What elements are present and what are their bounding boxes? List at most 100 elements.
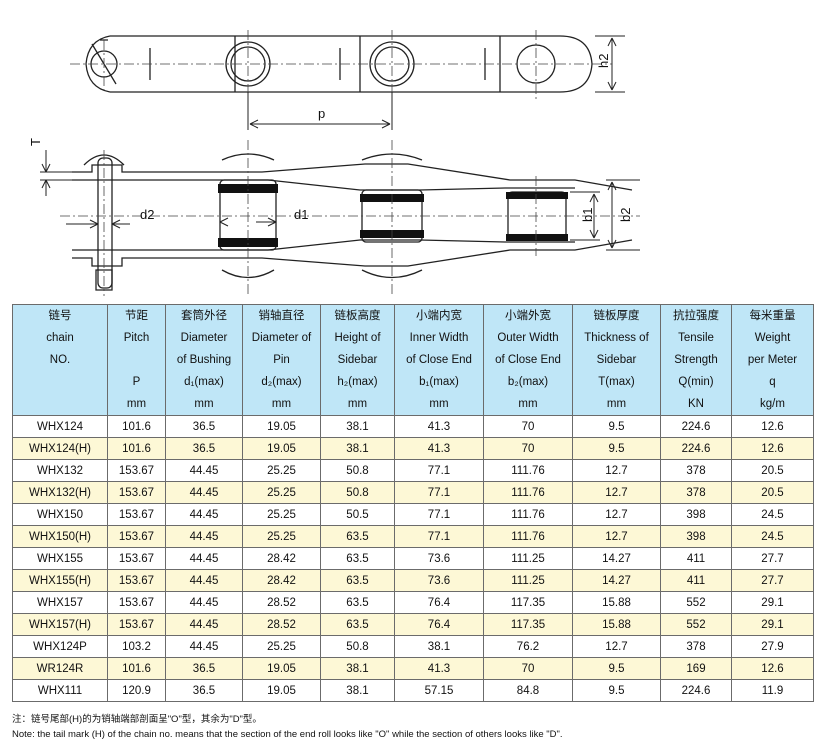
table-cell: 41.3 (394, 657, 484, 680)
column-header-line: d₂(max) (261, 376, 302, 388)
chain-number-cell: WHX124P (12, 635, 108, 658)
chain-number-cell: WHX132(H) (12, 481, 108, 504)
table-cell: 552 (660, 613, 732, 636)
table-cell: 111.25 (483, 569, 573, 592)
h2-arrows (607, 37, 617, 91)
table-cell: 57.15 (394, 679, 484, 702)
column-header-line: mm (194, 398, 214, 410)
side-view-band-1a (218, 184, 278, 193)
table-cell: 63.5 (320, 525, 395, 548)
table-cell: 117.35 (483, 613, 573, 636)
table-cell: 36.5 (165, 415, 243, 438)
table-cell: 19.05 (242, 415, 321, 438)
table-cell: 224.6 (660, 437, 732, 460)
chain-drawing: h2 p T d2 d1 (28, 30, 640, 296)
table-cell: 15.88 (572, 613, 661, 636)
column-header-line: h₂(max) (337, 376, 378, 388)
column-header-line: 套筒外径 (181, 310, 227, 322)
d1-label: d1 (294, 207, 308, 222)
chain-number-cell: WR124R (12, 657, 108, 680)
table-cell: 77.1 (394, 525, 484, 548)
column-header-line: of Close End (495, 354, 561, 366)
table-cell: 28.42 (242, 569, 321, 592)
table-cell: 70 (483, 657, 573, 680)
table-cell: 25.25 (242, 503, 321, 526)
table-cell: 24.5 (731, 525, 814, 548)
table-cell: 398 (660, 503, 732, 526)
table-cell: 111.25 (483, 547, 573, 570)
column-header-line: mm (347, 398, 368, 410)
table-cell: 9.5 (572, 415, 661, 438)
column-header-line: kg/m (760, 398, 785, 410)
table-cell: 411 (660, 547, 732, 570)
table-cell: 9.5 (572, 657, 661, 680)
table-cell: 44.45 (165, 635, 243, 658)
table-cell: 27.7 (731, 547, 814, 570)
table-cell: 38.1 (320, 437, 395, 460)
table-cell: 25.25 (242, 635, 321, 658)
table-cell: 552 (660, 591, 732, 614)
column-header-line: Thickness of (584, 332, 649, 344)
table-cell: 77.1 (394, 481, 484, 504)
table-cell: 111.76 (483, 459, 573, 482)
table-cell: 12.7 (572, 481, 661, 504)
column-header-line: Sidebar (596, 354, 637, 366)
column-header-line: 节距 (125, 310, 148, 322)
column-header-line: Sidebar (337, 354, 378, 366)
table-cell: 12.6 (731, 415, 814, 438)
column-header-line: b₁(max) (419, 376, 459, 388)
table-cell: 12.6 (731, 437, 814, 460)
column-header-line: Tensile (678, 332, 714, 344)
table-cell: 36.5 (165, 679, 243, 702)
table-cell: 103.2 (107, 635, 166, 658)
column-header-line: Inner Width (409, 332, 469, 344)
table-cell: 169 (660, 657, 732, 680)
table-cell: 38.1 (320, 679, 395, 702)
table-cell: 76.2 (483, 635, 573, 658)
table-cell: 41.3 (394, 415, 484, 438)
table-cell: 44.45 (165, 591, 243, 614)
chain-number-cell: WHX124 (12, 415, 108, 438)
table-cell: 77.1 (394, 503, 484, 526)
table-cell: 76.4 (394, 591, 484, 614)
table-cell: 9.5 (572, 437, 661, 460)
chain-number-cell: WHX124(H) (12, 437, 108, 460)
T-dimension-lines (40, 150, 72, 196)
column-header-line: mm (126, 398, 147, 410)
table-cell: 28.42 (242, 547, 321, 570)
table-cell: 153.67 (107, 503, 166, 526)
h2-dimension-lines (595, 35, 625, 93)
table-cell: 50.8 (320, 481, 395, 504)
side-view-pin (97, 157, 113, 289)
table-cell: 111.76 (483, 481, 573, 504)
column-header-line: Diameter (180, 332, 228, 344)
column-header-line: 链板厚度 (593, 310, 640, 322)
table-cell: 38.1 (320, 415, 395, 438)
table-cell: 63.5 (320, 591, 395, 614)
table-cell: 19.05 (242, 679, 321, 702)
table-cell: 14.27 (572, 547, 661, 570)
table-cell: 111.76 (483, 503, 573, 526)
table-cell: 101.6 (107, 437, 166, 460)
b2-dimension-lines (606, 179, 640, 251)
column-header-line: Outer Width (497, 332, 559, 344)
table-cell: 50.8 (320, 459, 395, 482)
table-cell: 25.25 (242, 481, 321, 504)
table-cell: 73.6 (394, 569, 484, 592)
table-cell: 101.6 (107, 415, 166, 438)
table-cell: 50.5 (320, 503, 395, 526)
column-header-line: of Close End (406, 354, 472, 366)
table-cell: 44.45 (165, 481, 243, 504)
table-cell: 11.9 (731, 679, 814, 702)
table-cell: 44.45 (165, 569, 243, 592)
p-extension-lines (247, 92, 393, 130)
table-cell: 14.27 (572, 569, 661, 592)
